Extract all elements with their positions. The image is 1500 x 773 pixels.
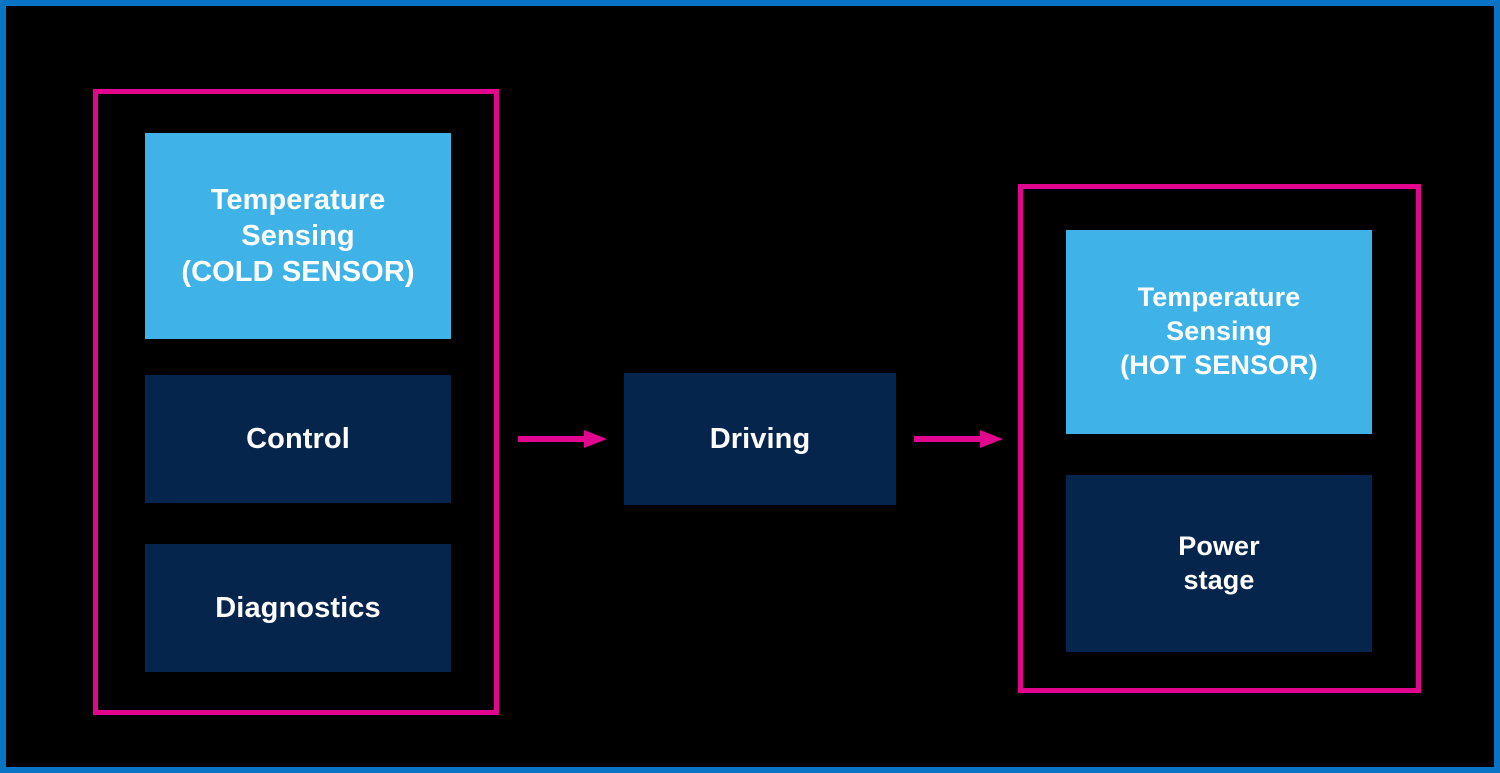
block-label-temperature-sensing-hot: Temperature Sensing (HOT SENSOR) bbox=[1120, 282, 1318, 380]
block-diagnostics[interactable]: Diagnostics bbox=[145, 544, 451, 672]
block-label-power-stage: Power stage bbox=[1178, 530, 1260, 595]
block-driving[interactable]: Driving bbox=[624, 373, 896, 505]
block-temperature-sensing-hot[interactable]: Temperature Sensing (HOT SENSOR) bbox=[1066, 230, 1372, 434]
block-temperature-sensing-cold[interactable]: Temperature Sensing (COLD SENSOR) bbox=[145, 133, 451, 339]
block-label-diagnostics: Diagnostics bbox=[215, 591, 381, 624]
block-control[interactable]: Control bbox=[145, 375, 451, 503]
cold-side-group-frame bbox=[93, 89, 499, 715]
arrow-control-to-driving bbox=[518, 429, 608, 449]
block-power-stage[interactable]: Power stage bbox=[1066, 475, 1372, 652]
hot-side-group-frame bbox=[1018, 184, 1421, 693]
block-label-control: Control bbox=[246, 422, 350, 455]
block-label-temperature-sensing-cold: Temperature Sensing (COLD SENSOR) bbox=[181, 183, 415, 289]
arrow-driving-to-power bbox=[914, 429, 1004, 449]
block-label-driving: Driving bbox=[709, 422, 811, 455]
